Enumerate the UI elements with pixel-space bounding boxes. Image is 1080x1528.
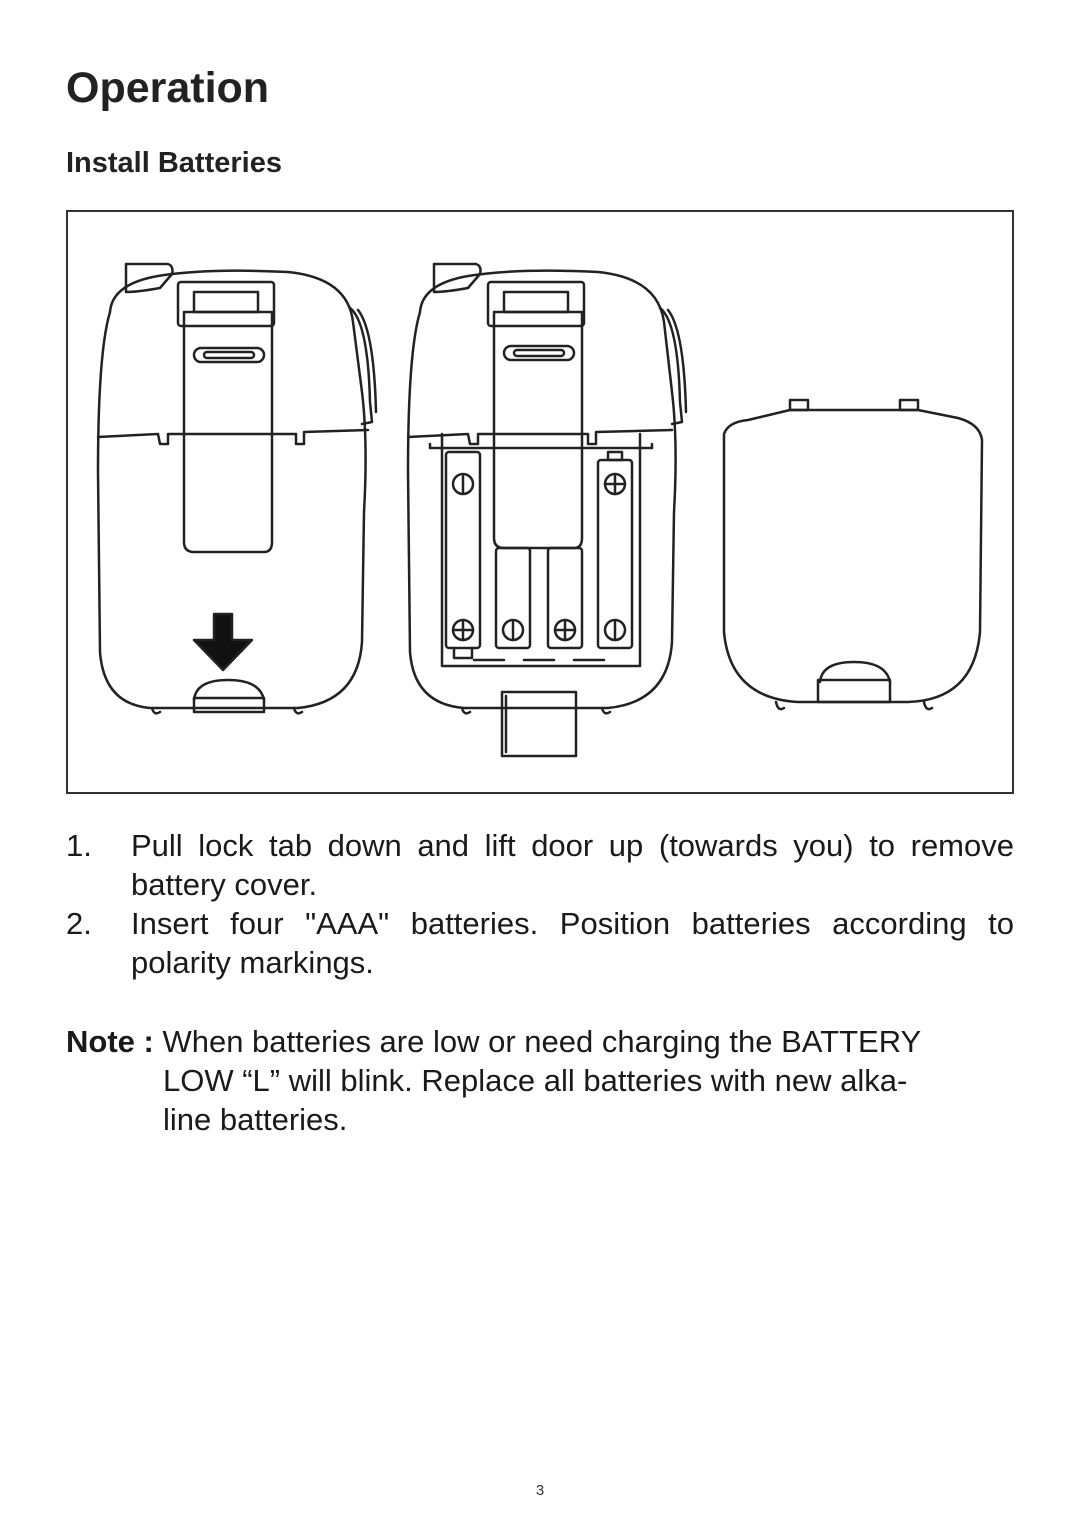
note-label: Note : <box>66 1024 154 1059</box>
page-title: Operation <box>66 64 270 112</box>
instruction-steps: 1. Pull lock tab down and lift door up (… <box>66 826 1014 982</box>
instruction-step: 1. Pull lock tab down and lift door up (… <box>66 826 1014 904</box>
battery-installation-figure <box>66 210 1014 794</box>
note-text-line-1: When batteries are low or need charging … <box>162 1024 922 1059</box>
device-battery-compartment-open-icon <box>406 262 688 758</box>
section-title: Install Batteries <box>66 147 282 179</box>
instruction-step: 2. Insert four "AAA" batteries. Position… <box>66 904 1014 982</box>
step-text: Pull lock tab down and lift door up (tow… <box>131 828 1014 902</box>
page-number: 3 <box>535 1482 545 1499</box>
note-text-line-2: LOW “L” will blink. Replace all batterie… <box>163 1063 908 1098</box>
device-back-closed-icon <box>96 262 378 715</box>
step-number: 2. <box>66 906 92 941</box>
battery-cover-icon <box>722 398 984 711</box>
step-text: Insert four "AAA" batteries. Position ba… <box>131 906 1014 980</box>
note-block: Note : When batteries are low or need ch… <box>66 1022 1014 1139</box>
note-text-line-3: line batteries. <box>163 1102 348 1137</box>
step-number: 1. <box>66 828 92 863</box>
